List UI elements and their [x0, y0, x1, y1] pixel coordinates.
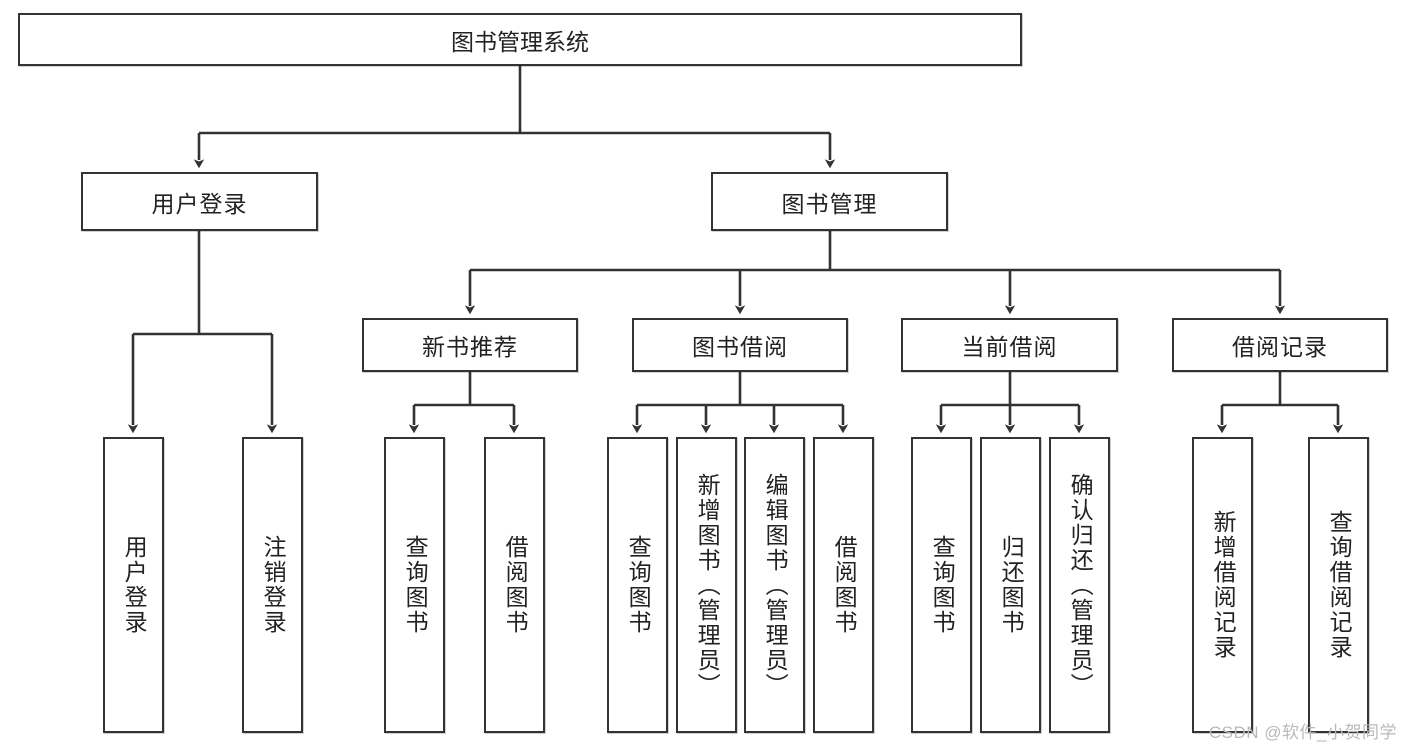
node-label: 查询图书	[402, 535, 429, 635]
node-label: 新增借阅记录	[1210, 510, 1237, 660]
node-user-login[interactable]: 用户登录	[81, 172, 318, 231]
node-root-system[interactable]: 图书管理系统	[18, 13, 1022, 66]
node-label: 查询图书	[929, 535, 956, 635]
node-label: 用户登录	[151, 190, 248, 217]
node-label: 图书管理系统	[451, 28, 589, 55]
leaf-borrow-book-borrow[interactable]: 借阅图书	[813, 437, 874, 733]
leaf-return-book[interactable]: 归还图书	[980, 437, 1041, 733]
leaf-query-borrow-record[interactable]: 查询借阅记录	[1308, 437, 1369, 733]
node-label: 新书推荐	[422, 334, 518, 360]
leaf-edit-book[interactable]: 编辑图书（管理员）	[744, 437, 805, 733]
node-label: 新增图书（管理员）	[694, 472, 721, 698]
leaf-confirm-return[interactable]: 确认归还（管理员）	[1049, 437, 1110, 733]
leaf-query-book-borrow[interactable]: 查询图书	[607, 437, 668, 733]
node-book-borrow[interactable]: 图书借阅	[632, 318, 848, 372]
node-label: 借阅记录	[1232, 334, 1328, 360]
node-current-borrow[interactable]: 当前借阅	[901, 318, 1118, 372]
node-book-manage[interactable]: 图书管理	[711, 172, 948, 231]
leaf-logout-login[interactable]: 注销登录	[242, 437, 303, 733]
node-label: 用户登录	[121, 535, 148, 635]
node-borrow-record[interactable]: 借阅记录	[1172, 318, 1388, 372]
node-label: 确认归还（管理员）	[1067, 472, 1094, 698]
node-label: 查询借阅记录	[1326, 510, 1353, 660]
node-label: 注销登录	[260, 535, 287, 635]
node-label: 图书管理	[781, 190, 878, 217]
node-label: 借阅图书	[831, 535, 858, 635]
leaf-query-book-recommend[interactable]: 查询图书	[384, 437, 445, 733]
node-label: 图书借阅	[692, 334, 788, 360]
leaf-add-borrow-record[interactable]: 新增借阅记录	[1192, 437, 1253, 733]
node-label: 当前借阅	[961, 334, 1058, 360]
node-new-book-recommend[interactable]: 新书推荐	[362, 318, 578, 372]
leaf-query-book-current[interactable]: 查询图书	[911, 437, 972, 733]
leaf-borrow-book-recommend[interactable]: 借阅图书	[484, 437, 545, 733]
node-label: 借阅图书	[502, 535, 529, 635]
node-label: 查询图书	[625, 535, 652, 635]
node-label: 归还图书	[998, 535, 1025, 635]
leaf-add-book[interactable]: 新增图书（管理员）	[676, 437, 737, 733]
leaf-user-login[interactable]: 用户登录	[103, 437, 164, 733]
watermark-text: CSDN @软件_小贺同学	[1208, 723, 1397, 742]
node-label: 编辑图书（管理员）	[762, 472, 789, 698]
